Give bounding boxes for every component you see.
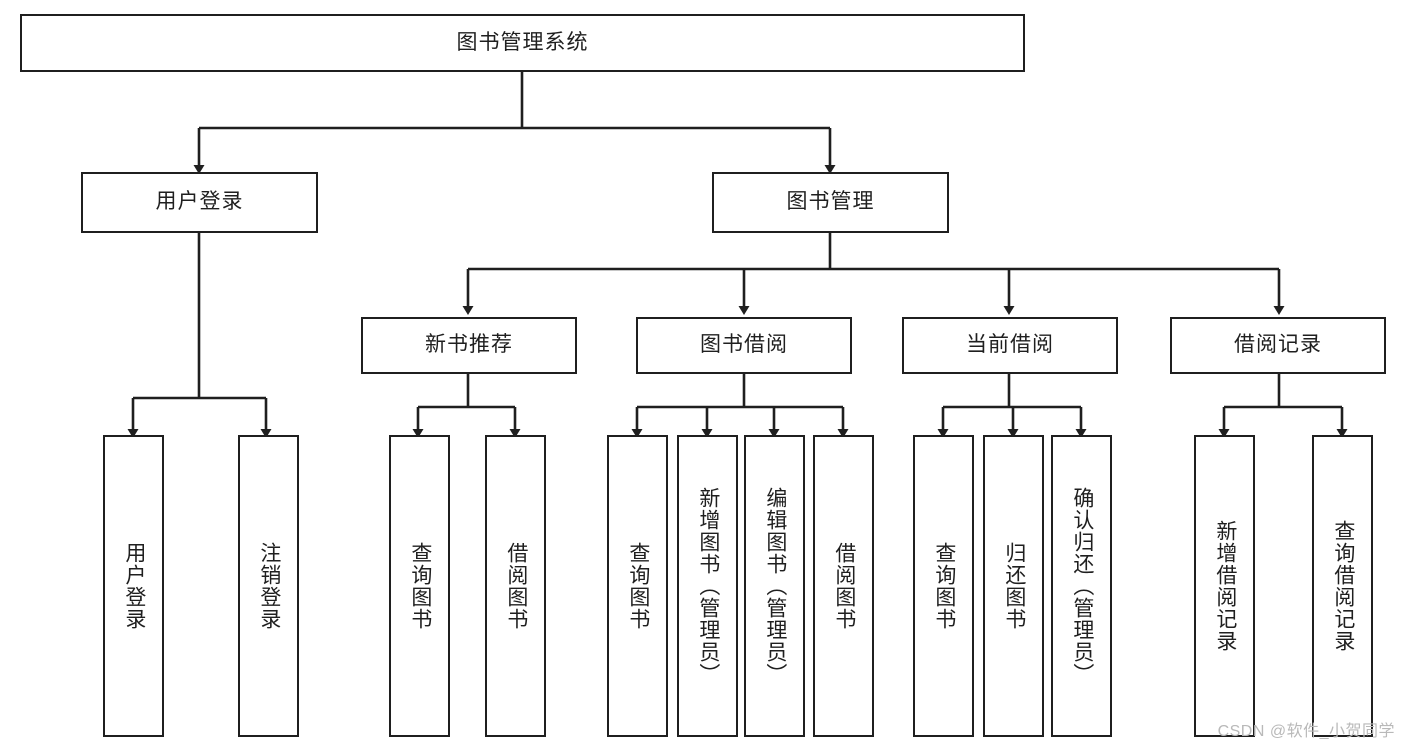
node-leaf-logout-login[interactable]: 注销登录 bbox=[238, 435, 299, 737]
node-leaf-add-record[interactable]: 新增借阅记录 bbox=[1194, 435, 1255, 737]
node-label: 查询图书 bbox=[408, 542, 432, 630]
node-leaf-borrow-book-2[interactable]: 借阅图书 bbox=[813, 435, 874, 737]
node-label: 借阅记录 bbox=[1234, 333, 1322, 357]
node-label: 查询图书 bbox=[932, 542, 956, 630]
node-label: 查询借阅记录 bbox=[1331, 520, 1355, 652]
node-leaf-query-book-2[interactable]: 查询图书 bbox=[607, 435, 668, 737]
node-label: 确认归还（管理员） bbox=[1070, 487, 1094, 685]
csdn-watermark: CSDN @软件_小贺同学 bbox=[1217, 723, 1395, 740]
node-leaf-return-book[interactable]: 归还图书 bbox=[983, 435, 1044, 737]
node-label: 借阅图书 bbox=[832, 542, 856, 630]
node-current-borrow[interactable]: 当前借阅 bbox=[902, 317, 1118, 374]
node-label: 新增图书（管理员） bbox=[696, 487, 720, 685]
node-label: 归还图书 bbox=[1002, 542, 1026, 630]
node-leaf-edit-book[interactable]: 编辑图书（管理员） bbox=[744, 435, 805, 737]
node-label: 借阅图书 bbox=[504, 542, 528, 630]
node-borrow-record[interactable]: 借阅记录 bbox=[1170, 317, 1386, 374]
node-label: 注销登录 bbox=[257, 542, 281, 630]
node-label: 图书管理系统 bbox=[456, 30, 589, 54]
node-label: 图书管理 bbox=[786, 190, 875, 214]
node-root-system[interactable]: 图书管理系统 bbox=[20, 14, 1025, 72]
node-leaf-borrow-book-1[interactable]: 借阅图书 bbox=[485, 435, 546, 737]
node-leaf-add-book[interactable]: 新增图书（管理员） bbox=[677, 435, 738, 737]
node-leaf-query-book-1[interactable]: 查询图书 bbox=[389, 435, 450, 737]
node-leaf-query-record[interactable]: 查询借阅记录 bbox=[1312, 435, 1373, 737]
node-user-login[interactable]: 用户登录 bbox=[81, 172, 318, 233]
node-label: 用户登录 bbox=[155, 190, 244, 214]
node-leaf-query-book-3[interactable]: 查询图书 bbox=[913, 435, 974, 737]
node-label: 当前借阅 bbox=[966, 333, 1054, 357]
node-label: 新书推荐 bbox=[425, 333, 513, 357]
node-leaf-confirm-return[interactable]: 确认归还（管理员） bbox=[1051, 435, 1112, 737]
node-book-borrow[interactable]: 图书借阅 bbox=[636, 317, 852, 374]
node-label: 图书借阅 bbox=[700, 333, 788, 357]
node-label: 用户登录 bbox=[122, 542, 146, 630]
node-label: 编辑图书（管理员） bbox=[763, 487, 787, 685]
node-label: 新增借阅记录 bbox=[1213, 520, 1237, 652]
node-book-management[interactable]: 图书管理 bbox=[712, 172, 949, 233]
node-leaf-user-login[interactable]: 用户登录 bbox=[103, 435, 164, 737]
node-label: 查询图书 bbox=[626, 542, 650, 630]
node-new-book-recommend[interactable]: 新书推荐 bbox=[361, 317, 577, 374]
